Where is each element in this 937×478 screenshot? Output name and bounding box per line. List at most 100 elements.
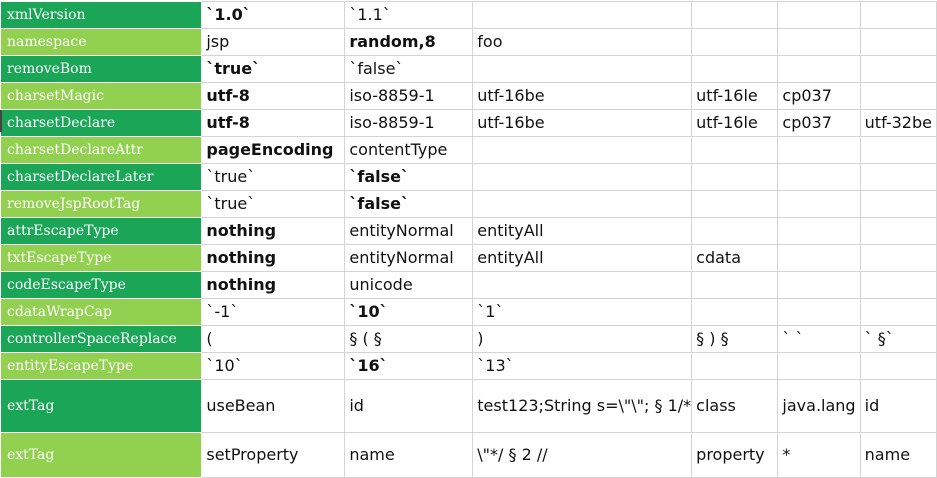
- option-key-cell[interactable]: entityEscapeType: [0, 352, 203, 380]
- option-value-cell[interactable]: [859, 352, 937, 380]
- option-value-cell[interactable]: useBean: [201, 379, 346, 433]
- option-value-cell[interactable]: [472, 271, 693, 299]
- option-value-cell[interactable]: `10`: [201, 352, 346, 380]
- option-value-cell[interactable]: nothing: [201, 244, 346, 272]
- option-value-cell[interactable]: `true`: [201, 55, 346, 83]
- option-value-cell[interactable]: utf-16be: [472, 109, 693, 137]
- option-value-cell[interactable]: [472, 190, 693, 218]
- option-key-cell[interactable]: attrEscapeType: [0, 217, 203, 245]
- option-value-cell[interactable]: [859, 244, 937, 272]
- option-value-cell[interactable]: [691, 28, 779, 56]
- option-value-cell[interactable]: [777, 217, 861, 245]
- option-value-cell[interactable]: [691, 1, 779, 29]
- option-value-cell[interactable]: utf-32be: [859, 109, 937, 137]
- option-value-cell[interactable]: [691, 55, 779, 83]
- option-key-cell[interactable]: controllerSpaceReplace: [0, 325, 203, 353]
- option-value-cell[interactable]: [691, 271, 779, 299]
- option-value-cell[interactable]: [472, 136, 693, 164]
- option-value-cell[interactable]: [777, 298, 861, 326]
- option-value-cell[interactable]: entityAll: [472, 244, 693, 272]
- option-value-cell[interactable]: § ) §: [691, 325, 779, 353]
- option-value-cell[interactable]: [859, 55, 937, 83]
- option-value-cell[interactable]: [777, 190, 861, 218]
- option-key-cell[interactable]: codeEscapeType: [0, 271, 203, 299]
- option-value-cell[interactable]: `10`: [344, 298, 474, 326]
- option-value-cell[interactable]: name: [344, 432, 474, 478]
- option-value-cell[interactable]: nothing: [201, 271, 346, 299]
- option-key-cell[interactable]: removeBom: [0, 55, 203, 83]
- option-value-cell[interactable]: iso-8859-1: [344, 82, 474, 110]
- option-key-cell[interactable]: charsetDeclareLater: [0, 163, 203, 191]
- option-value-cell[interactable]: `-1`: [201, 298, 346, 326]
- option-value-cell[interactable]: `1`: [472, 298, 693, 326]
- option-value-cell[interactable]: [777, 163, 861, 191]
- option-value-cell[interactable]: `16`: [344, 352, 474, 380]
- option-value-cell[interactable]: [777, 55, 861, 83]
- option-value-cell[interactable]: [777, 1, 861, 29]
- option-value-cell[interactable]: `1.0`: [201, 1, 346, 29]
- option-value-cell[interactable]: [691, 298, 779, 326]
- option-key-cell[interactable]: xmlVersion: [0, 1, 203, 29]
- option-value-cell[interactable]: `false`: [344, 163, 474, 191]
- option-value-cell[interactable]: `false`: [344, 55, 474, 83]
- option-value-cell[interactable]: [691, 352, 779, 380]
- option-value-cell[interactable]: `13`: [472, 352, 693, 380]
- option-value-cell[interactable]: contentType: [344, 136, 474, 164]
- option-key-cell[interactable]: extTag: [0, 432, 203, 478]
- option-key-cell[interactable]: charsetMagic: [0, 82, 203, 110]
- option-value-cell[interactable]: entityAll: [472, 217, 693, 245]
- option-value-cell[interactable]: jsp: [201, 28, 346, 56]
- option-value-cell[interactable]: [472, 55, 693, 83]
- option-value-cell[interactable]: `false`: [344, 190, 474, 218]
- option-value-cell[interactable]: nothing: [201, 217, 346, 245]
- option-value-cell[interactable]: random,8: [344, 28, 474, 56]
- option-value-cell[interactable]: utf-8: [201, 82, 346, 110]
- option-value-cell[interactable]: [691, 190, 779, 218]
- option-value-cell[interactable]: utf-8: [201, 109, 346, 137]
- option-value-cell[interactable]: [777, 28, 861, 56]
- option-key-cell[interactable]: txtEscapeType: [0, 244, 203, 272]
- option-value-cell[interactable]: property: [691, 432, 779, 478]
- option-value-cell[interactable]: [777, 352, 861, 380]
- option-value-cell[interactable]: [859, 190, 937, 218]
- option-value-cell[interactable]: [859, 28, 937, 56]
- option-value-cell[interactable]: [472, 1, 693, 29]
- option-value-cell[interactable]: pageEncoding: [201, 136, 346, 164]
- option-value-cell[interactable]: [777, 244, 861, 272]
- option-value-cell[interactable]: [691, 136, 779, 164]
- option-value-cell[interactable]: ` `: [777, 325, 861, 353]
- option-value-cell[interactable]: [859, 217, 937, 245]
- option-key-cell[interactable]: cdataWrapCap: [0, 298, 203, 326]
- option-value-cell[interactable]: name: [859, 432, 937, 478]
- option-value-cell[interactable]: utf-16le: [691, 109, 779, 137]
- option-key-cell[interactable]: namespace: [0, 28, 203, 56]
- option-key-cell[interactable]: charsetDeclare: [0, 109, 203, 137]
- option-value-cell[interactable]: § ( §: [344, 325, 474, 353]
- option-value-cell[interactable]: unicode: [344, 271, 474, 299]
- option-value-cell[interactable]: entityNormal: [344, 244, 474, 272]
- option-value-cell[interactable]: [691, 163, 779, 191]
- option-value-cell[interactable]: cp037: [777, 109, 861, 137]
- option-value-cell[interactable]: [777, 136, 861, 164]
- option-value-cell[interactable]: id: [859, 379, 937, 433]
- option-value-cell[interactable]: [777, 271, 861, 299]
- option-value-cell[interactable]: id: [344, 379, 474, 433]
- option-value-cell[interactable]: [691, 217, 779, 245]
- option-value-cell[interactable]: `true`: [201, 190, 346, 218]
- option-value-cell[interactable]: (: [201, 325, 346, 353]
- option-value-cell[interactable]: [859, 136, 937, 164]
- option-value-cell[interactable]: [859, 82, 937, 110]
- option-value-cell[interactable]: *: [777, 432, 861, 478]
- option-value-cell[interactable]: class: [691, 379, 779, 433]
- option-value-cell[interactable]: java.lang: [777, 379, 861, 433]
- option-value-cell[interactable]: [859, 1, 937, 29]
- option-value-cell[interactable]: `true`: [201, 163, 346, 191]
- option-value-cell[interactable]: [859, 298, 937, 326]
- option-value-cell[interactable]: `1.1`: [344, 1, 474, 29]
- option-value-cell[interactable]: cdata: [691, 244, 779, 272]
- option-key-cell[interactable]: charsetDeclareAttr: [0, 136, 203, 164]
- option-key-cell[interactable]: extTag: [0, 379, 203, 433]
- option-value-cell[interactable]: ` §`: [859, 325, 937, 353]
- option-value-cell[interactable]: ): [472, 325, 693, 353]
- option-value-cell[interactable]: entityNormal: [344, 217, 474, 245]
